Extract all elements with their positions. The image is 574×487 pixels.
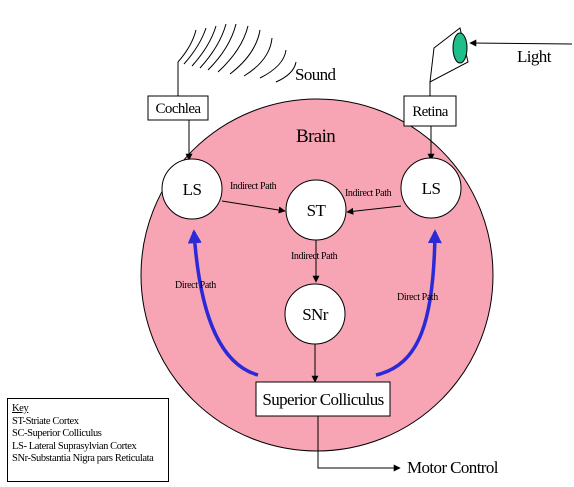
superior-colliculus-box	[255, 381, 391, 417]
light-label: Light	[517, 47, 552, 66]
key-item-ls: LS- Lateral Suprasylvian Cortex	[12, 440, 137, 452]
key-title: Key	[12, 403, 29, 414]
snr-label: SNr	[302, 305, 329, 324]
key-item-sc: SC-Superior Colliculus	[12, 428, 102, 439]
light-arrow	[469, 39, 573, 47]
indirect-path-right-label: Indirect Path	[345, 188, 392, 199]
indirect-path-center-label: Indirect Path	[291, 251, 338, 262]
brain-label: Brain	[296, 126, 336, 147]
sound-waves-icon	[177, 23, 297, 83]
retina-box	[403, 95, 457, 127]
ls-left-to-st-arrow	[221, 200, 286, 214]
cochlea-label: Cochlea	[156, 101, 202, 117]
motor-control-label: Motor Control	[407, 458, 499, 477]
sound-label: Sound	[295, 65, 337, 84]
retina-label: Retina	[412, 104, 448, 120]
ls-left-label: LS	[183, 180, 202, 199]
direct-path-left-label: Direct Path	[175, 280, 216, 291]
st-label: ST	[307, 201, 327, 220]
eye-icon	[429, 27, 469, 83]
key-item-st: ST-Striate Cortex	[12, 415, 79, 427]
superior-colliculus-label: Superior Colliculus	[262, 390, 383, 409]
ls-right-node	[400, 157, 462, 219]
sc-to-motor-control-arrow	[317, 416, 401, 472]
ls-right-label: LS	[422, 179, 441, 198]
ls-left-node	[161, 158, 223, 220]
ls-right-to-st-arrow	[346, 205, 402, 215]
direct-path-left-arrow	[187, 229, 259, 377]
direct-path-right-arrow	[375, 229, 442, 377]
direct-path-right-label: Direct Path	[397, 292, 438, 303]
key-legend: Key ST-Striate Cortex SC-Superior Collic…	[7, 398, 169, 482]
indirect-path-left-label: Indirect Path	[230, 181, 277, 192]
cochlea-box	[147, 95, 209, 121]
key-item-snr: SNr-Substantia Nigra pars Reticulata	[12, 453, 154, 464]
